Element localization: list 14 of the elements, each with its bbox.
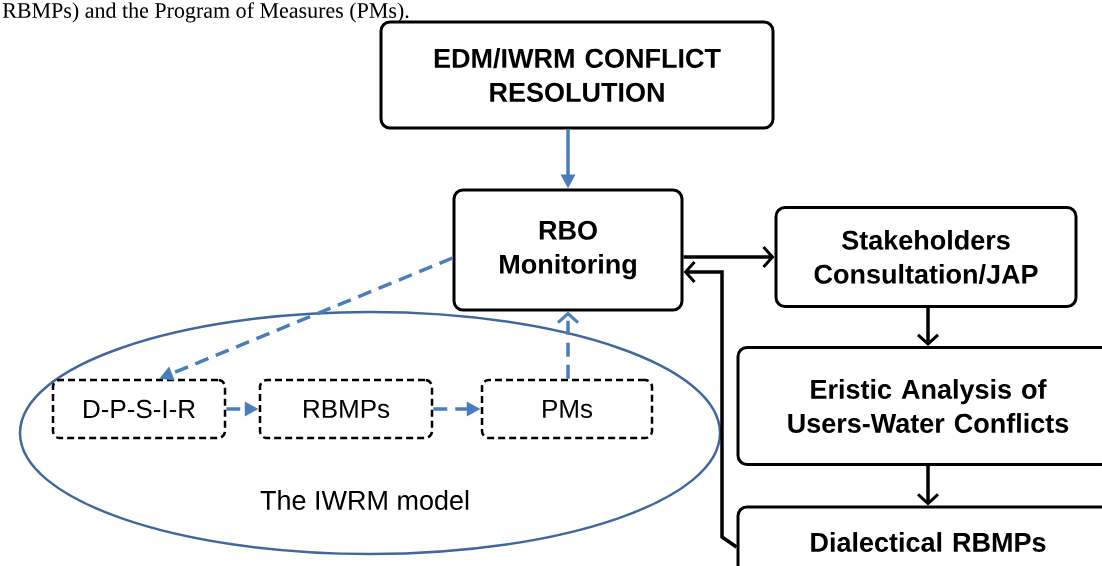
process-box: Eristic Analysis of Users-Water Conflicts (736, 346, 1102, 466)
caption-text: RBMPs) and the Program of Measures (PMs). (2, 2, 409, 23)
dashed-box: RBMPs (258, 378, 434, 440)
arrow (917, 466, 939, 506)
process-box: Stakeholders Consultation/JAP (774, 206, 1078, 308)
arrow (917, 308, 939, 346)
process-box: EDM/IWRM CONFLICT RESOLUTION (379, 20, 775, 130)
process-box: RBO Monitoring (452, 188, 684, 312)
dashed-box: D-P-S-I-R (51, 378, 227, 440)
arrow (683, 261, 738, 549)
arrow (557, 311, 579, 379)
dashed-box: PMs (480, 378, 654, 440)
arrow (683, 246, 775, 268)
process-box: Dialectical RBMPs (736, 505, 1102, 566)
